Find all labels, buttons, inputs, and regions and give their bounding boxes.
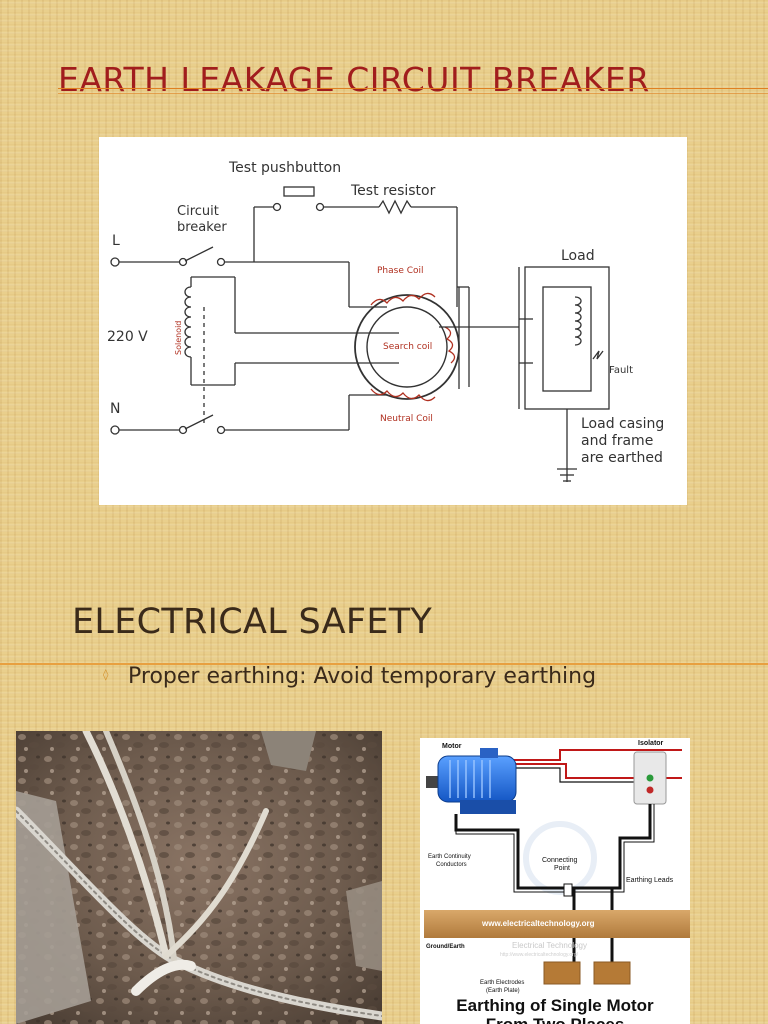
search-coil-label: Search coil [383, 342, 432, 352]
load-label: Load [561, 248, 595, 264]
slide1-title-rule [58, 88, 768, 89]
test-pushbutton-label: Test pushbutton [228, 160, 341, 176]
solenoid-label: Solenoid [174, 321, 183, 355]
solenoid-coil [184, 276, 399, 386]
earthing-leads-label: Earthing Leads [626, 877, 674, 884]
test-resistor-label: Test resistor [350, 183, 436, 199]
elcb-circuit-diagram: Test pushbutton Test resistor Circuit br… [99, 137, 687, 505]
bullet-marker-icon: ◊ [103, 668, 109, 681]
motor-icon [426, 748, 517, 814]
phase-line [110, 186, 458, 308]
voltage-label: 220 V [107, 329, 148, 345]
isolator-label: Isolator [638, 740, 664, 747]
casing-label-1: Load casing [581, 416, 664, 432]
circuit-breaker-label-2: breaker [177, 220, 227, 235]
watermark-url-label: http://www.electricaltechnology.org/ [500, 952, 579, 958]
electrodes-label-2: (Earth Plate) [486, 988, 520, 994]
connecting-point-label-1: Connecting [542, 857, 578, 864]
connecting-point-label-2: Point [554, 865, 570, 872]
isolator-icon [633, 751, 667, 805]
earthing-single-motor-diagram: Motor Isolator Earth Continuity Conducto… [420, 738, 690, 1024]
phase-coil-label: Phase Coil [377, 266, 424, 276]
slide1-title: Earth Leakage Circuit Breaker [58, 60, 650, 99]
neutral-coil-label: Neutral Coil [380, 414, 433, 424]
diagram-caption: Earthing of Single Motor From Two Places [420, 996, 690, 1024]
slide2-title: Electrical Safety [72, 602, 433, 642]
line-L-label: L [112, 233, 120, 249]
fault-label: Fault [609, 365, 633, 376]
website-label: www.electricaltechnology.org [481, 919, 595, 928]
motor-label: Motor [442, 743, 462, 750]
casing-label-3: are earthed [581, 450, 663, 466]
slide1-title-rule-secondary [58, 93, 768, 94]
casing-label-2: and frame [581, 433, 653, 449]
earth-continuity-label-2: Conductors [436, 862, 467, 868]
circuit-breaker-label-1: Circuit [177, 204, 219, 219]
ground-label: Ground/Earth [426, 944, 465, 950]
caption-line-2: From Two Places [420, 1015, 690, 1024]
electrodes-label-1: Earth Electrodes [480, 980, 524, 986]
neutral-line [110, 307, 387, 435]
earth-continuity-label-1: Earth Continuity [428, 854, 471, 860]
bullet-text: Proper earthing: Avoid temporary earthin… [128, 664, 597, 689]
caption-line-1: Earthing of Single Motor [456, 996, 654, 1015]
load-connection [439, 266, 610, 482]
line-N-label: N [110, 401, 120, 417]
temporary-earthing-photo [16, 731, 382, 1024]
slide2-title-rule [0, 663, 768, 665]
watermark-label: Electrical Technology [512, 941, 587, 950]
